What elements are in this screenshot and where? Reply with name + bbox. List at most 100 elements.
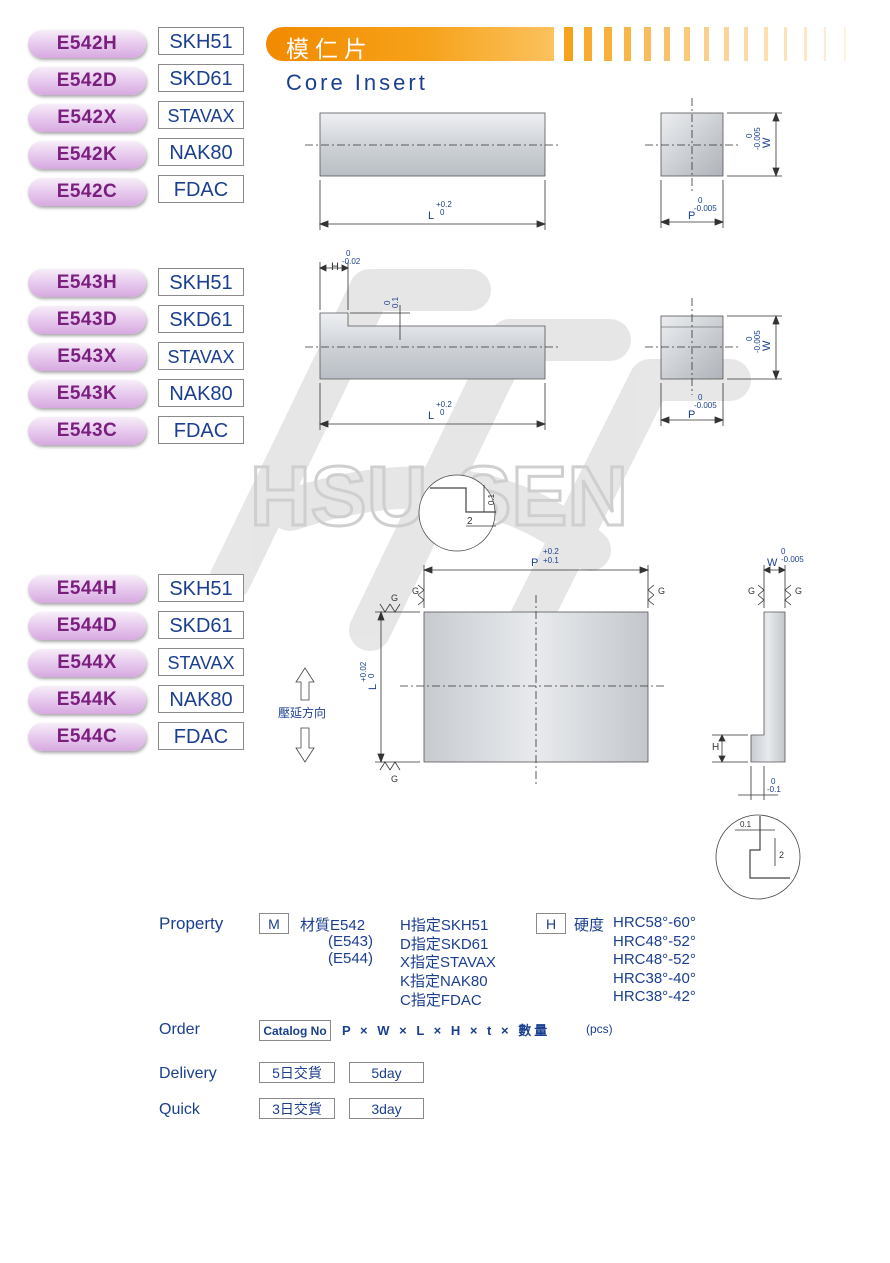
banner-stripe bbox=[824, 27, 826, 61]
material-box: SKH51 bbox=[158, 268, 244, 296]
material-box: NAK80 bbox=[158, 379, 244, 407]
arrow-down-icon bbox=[295, 727, 315, 763]
material-box: NAK80 bbox=[158, 685, 244, 713]
detail2-01-label: 0.1 bbox=[740, 820, 752, 829]
code-pill: E543C bbox=[28, 417, 146, 445]
spec-d: D指定SKD61 bbox=[400, 936, 489, 953]
code-pill: E542C bbox=[28, 178, 146, 206]
code-pill: E544D bbox=[28, 612, 146, 640]
title-banner bbox=[266, 27, 554, 61]
dim-H-tol-lo: -0.02 bbox=[342, 257, 361, 266]
detail-01-label: 0.1 bbox=[487, 493, 496, 505]
dim-L3-tol-lo: 0 bbox=[367, 673, 376, 678]
dim-W-tol-lo: -0.005 bbox=[753, 127, 762, 150]
quick-label: Quick bbox=[159, 1101, 200, 1118]
material-box: SKH51 bbox=[158, 574, 244, 602]
banner-stripe bbox=[664, 27, 670, 61]
e542-side-view bbox=[319, 112, 546, 177]
material-line3: (E544) bbox=[328, 950, 374, 967]
material-box: NAK80 bbox=[158, 138, 244, 166]
code-pill: E542K bbox=[28, 141, 146, 169]
material-line1: 材質E542 bbox=[300, 917, 366, 934]
dim-H3: H bbox=[712, 742, 719, 753]
order-formula: P × W × L × H × t × 數量 bbox=[342, 1023, 551, 1038]
code-pill: E542X bbox=[28, 104, 146, 132]
banner-stripe bbox=[624, 27, 631, 61]
e543-side-view bbox=[319, 312, 546, 380]
spec-h: H指定SKH51 bbox=[400, 917, 489, 934]
banner-stripe bbox=[564, 27, 573, 61]
technical-drawings: L +0.2 0 P 0 -0.005 W 0 -0.005 H 0 -0.02… bbox=[278, 98, 804, 900]
quick-days-zh: 3日交貨 bbox=[259, 1098, 335, 1119]
dim-P2: P bbox=[688, 409, 695, 421]
code-pill: E544X bbox=[28, 649, 146, 677]
dim-W: W bbox=[761, 137, 773, 148]
dim-W2-tol-up: 0 bbox=[745, 336, 754, 341]
quick-days-en: 3day bbox=[349, 1098, 424, 1119]
delivery-days-zh: 5日交貨 bbox=[259, 1062, 335, 1083]
dim-W3-tol-up: 0 bbox=[781, 547, 786, 556]
dim-P2-tol-up: 0 bbox=[698, 393, 703, 402]
dim-W2: W bbox=[761, 340, 773, 351]
banner-stripe bbox=[744, 27, 748, 61]
dim-L-tol-up: +0.2 bbox=[436, 200, 452, 209]
catalog-no-box: Catalog No bbox=[259, 1020, 331, 1041]
detail-2-label: 2 bbox=[467, 516, 473, 527]
e543-detail-circle bbox=[418, 474, 496, 552]
hardness-k: HRC38°-40° bbox=[613, 970, 696, 987]
dim-t-tol-up: 0 bbox=[383, 300, 392, 305]
dim-L-tol-lo: 0 bbox=[440, 208, 445, 217]
g-mark-right: G bbox=[658, 586, 665, 596]
banner-stripe bbox=[724, 27, 729, 61]
dim-L3: L bbox=[367, 684, 379, 690]
code-pill: E544K bbox=[28, 686, 146, 714]
dim-L2-tol-up: +0.2 bbox=[436, 400, 452, 409]
banner-stripe bbox=[684, 27, 690, 61]
banner-stripe bbox=[584, 27, 592, 61]
rolling-direction-label: 壓延方向 bbox=[278, 705, 326, 720]
g-mark-left: G bbox=[412, 586, 419, 596]
dim-P3: P bbox=[531, 557, 538, 569]
detail2-2-label: 2 bbox=[779, 850, 784, 860]
banner-stripe bbox=[804, 27, 807, 61]
banner-stripe bbox=[704, 27, 709, 61]
material-box: STAVAX bbox=[158, 648, 244, 676]
dim-t-tol-lo: 0.1 bbox=[391, 296, 400, 308]
material-box: STAVAX bbox=[158, 101, 244, 129]
dim-L: L bbox=[428, 210, 434, 222]
delivery-label: Delivery bbox=[159, 1065, 217, 1082]
m-box: M bbox=[259, 913, 289, 934]
dim-t3-tol-lo: -0.1 bbox=[767, 785, 781, 794]
banner-stripe bbox=[604, 27, 612, 61]
order-label: Order bbox=[159, 1021, 200, 1038]
g-mark-bottom: G bbox=[391, 774, 398, 784]
spec-x: X指定STAVAX bbox=[400, 954, 496, 971]
order-unit: (pcs) bbox=[586, 1022, 613, 1036]
code-pill: E543H bbox=[28, 269, 146, 297]
code-pill: E544C bbox=[28, 723, 146, 751]
g-mark-side-right: G bbox=[795, 586, 802, 596]
dim-H-tol-up: 0 bbox=[346, 249, 351, 258]
code-pill: E542D bbox=[28, 67, 146, 95]
code-pill: E544H bbox=[28, 575, 146, 603]
code-pill: E543K bbox=[28, 380, 146, 408]
material-line2: (E543) bbox=[328, 933, 374, 950]
material-box: SKD61 bbox=[158, 305, 244, 333]
dim-L2-tol-lo: 0 bbox=[440, 408, 445, 417]
hardness-label: 硬度 bbox=[574, 917, 605, 934]
dim-L2: L bbox=[428, 410, 434, 422]
page-subtitle: Core Insert bbox=[286, 70, 428, 95]
dim-P-tol-lo: -0.005 bbox=[694, 204, 717, 213]
dim-W3: W bbox=[767, 557, 778, 569]
banner-stripe bbox=[644, 27, 651, 61]
banner-stripe bbox=[844, 27, 846, 61]
banner-stripe bbox=[784, 27, 787, 61]
property-label: Property bbox=[159, 914, 224, 933]
dim-P3-tol-lo: +0.1 bbox=[543, 556, 559, 565]
material-box: FDAC bbox=[158, 722, 244, 750]
dim-P: P bbox=[688, 210, 695, 222]
banner-stripe bbox=[764, 27, 768, 61]
material-box: FDAC bbox=[158, 175, 244, 203]
dim-t3-tol-up: 0 bbox=[771, 777, 776, 786]
hardness-c: HRC38°-42° bbox=[613, 988, 696, 1005]
